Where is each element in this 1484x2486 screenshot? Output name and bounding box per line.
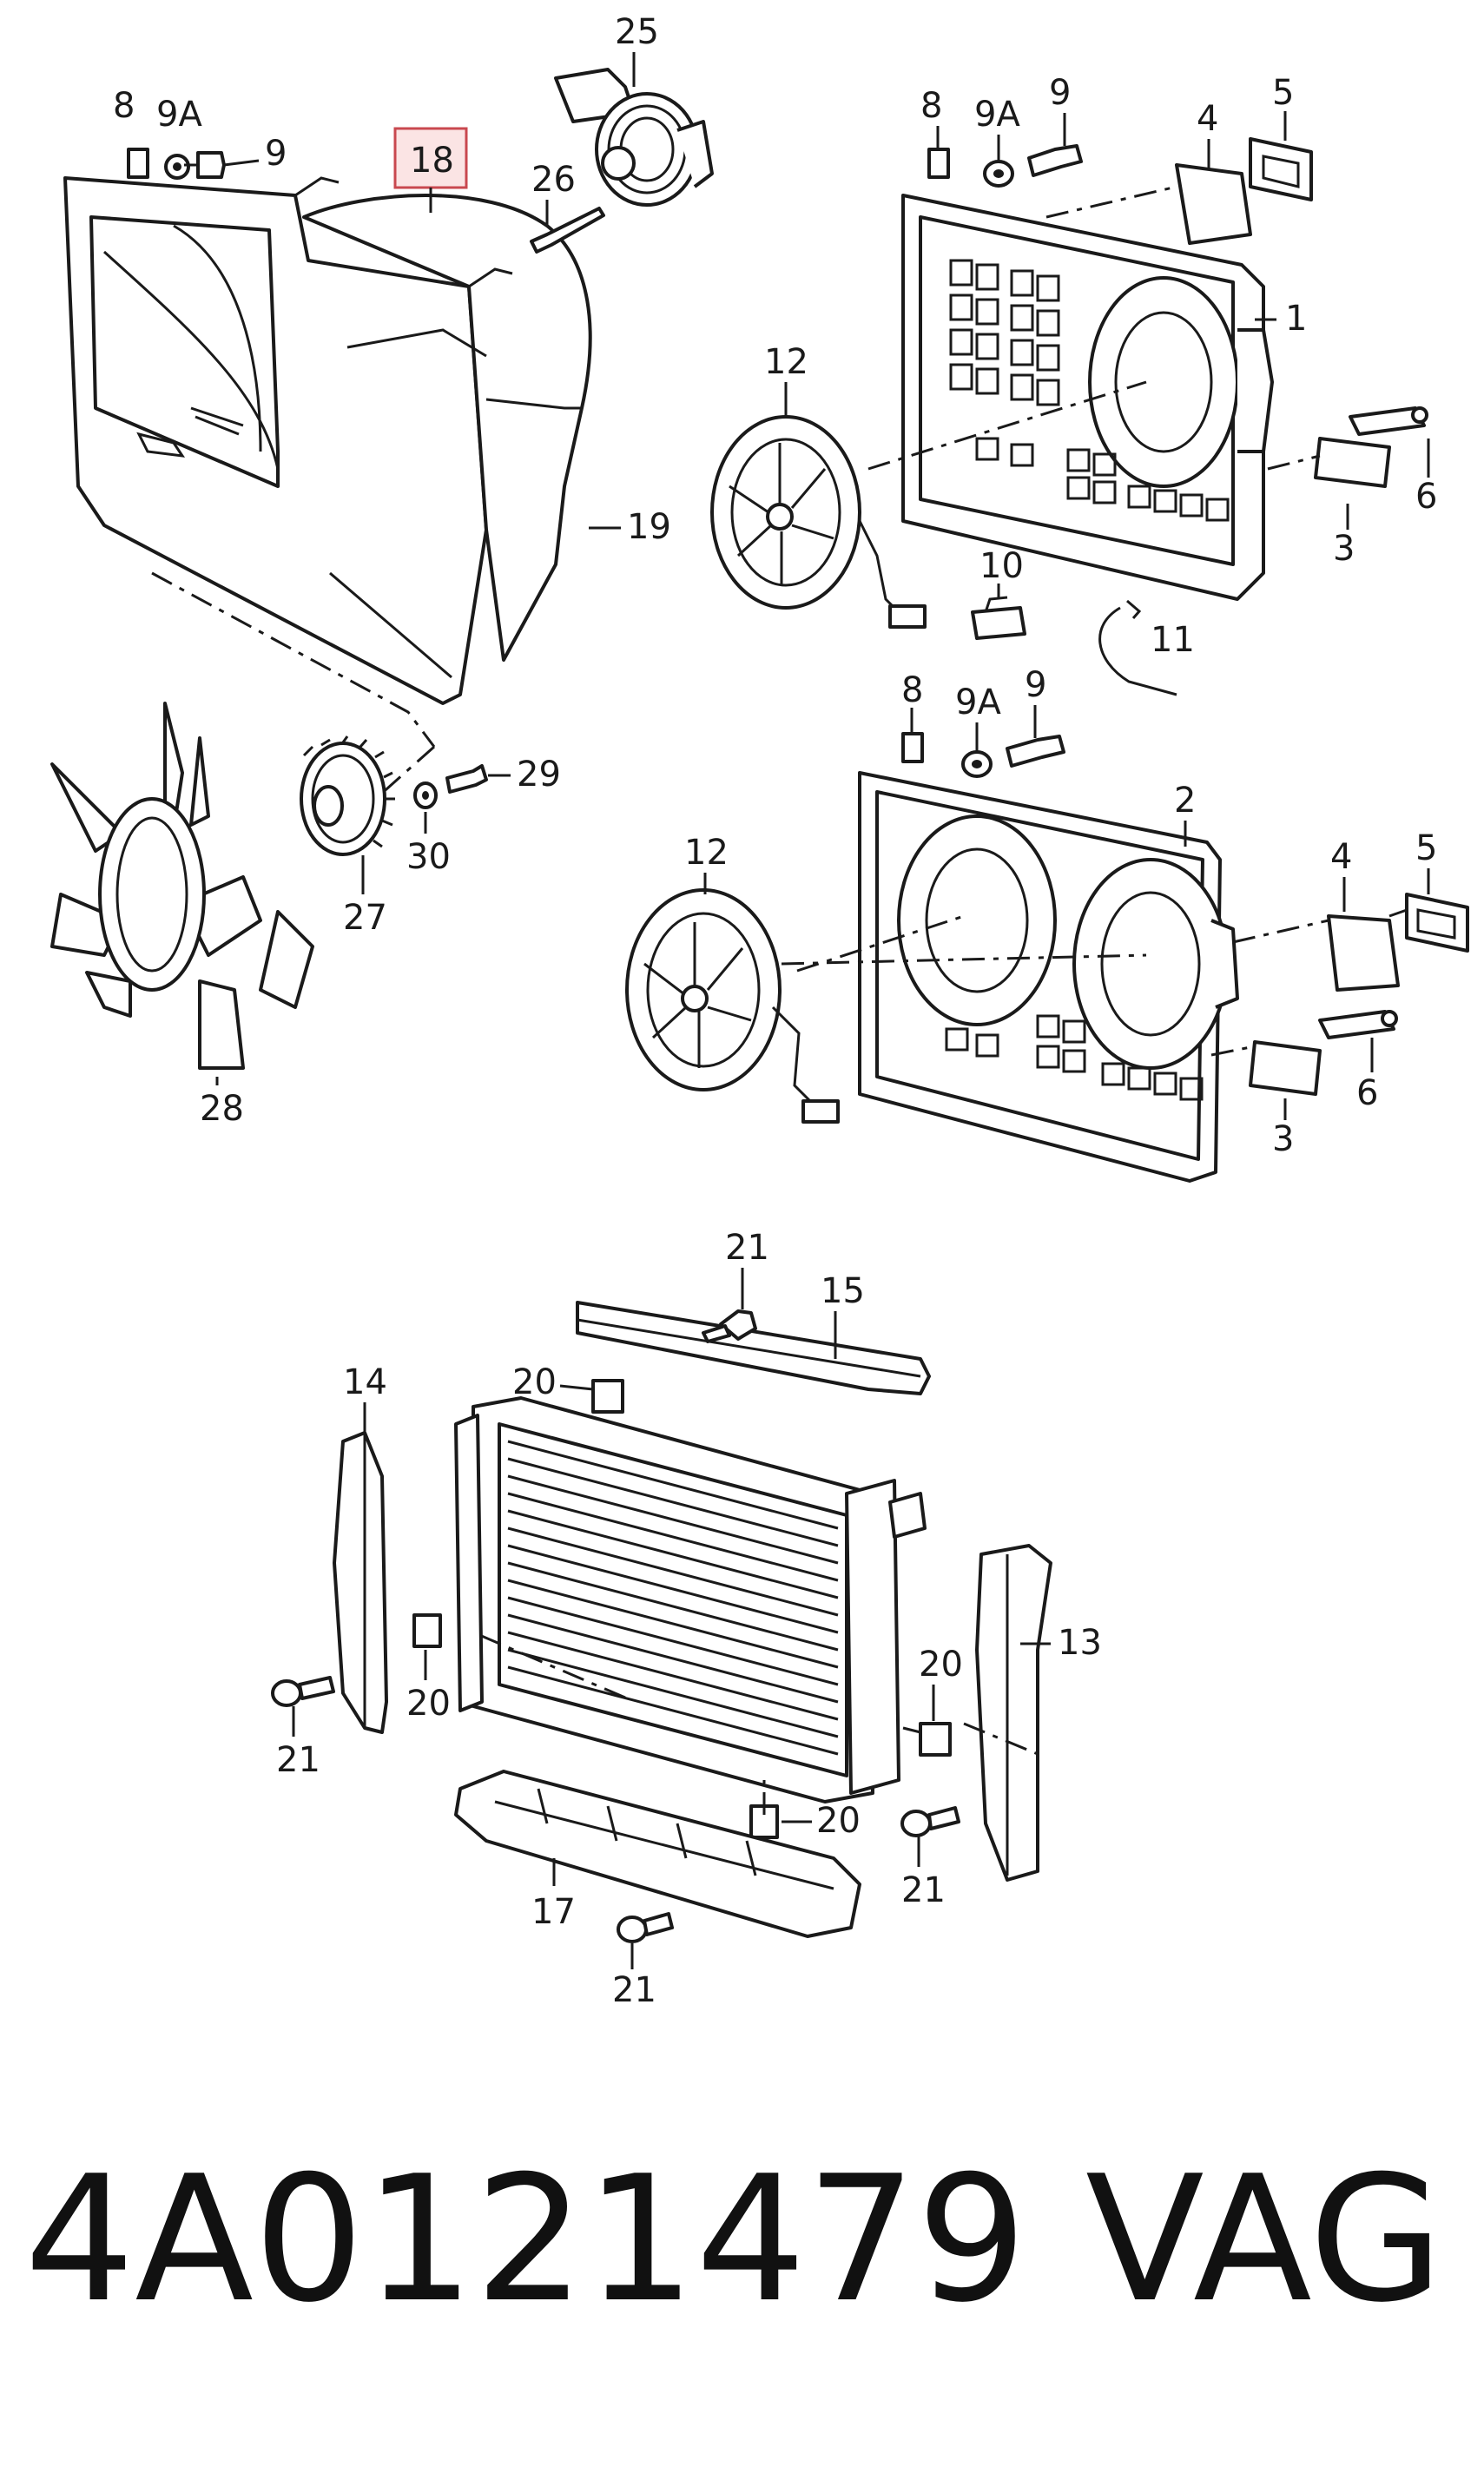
bracket-6-mid	[1318, 1010, 1398, 1039]
label-8: 8	[113, 86, 135, 126]
fan-motor-25	[554, 68, 714, 207]
label-21: 21	[612, 1970, 656, 2010]
label-9: 9	[1049, 73, 1071, 113]
label-18: 18	[410, 141, 454, 181]
label-8: 8	[920, 86, 942, 126]
clip-10	[971, 596, 1026, 640]
clip-20-left	[412, 1613, 442, 1648]
plate-3-top	[1314, 437, 1391, 488]
label-14: 14	[343, 1362, 387, 1402]
label-30: 30	[406, 837, 451, 877]
side-trim-13	[975, 1544, 1052, 1882]
label-21: 21	[276, 1740, 320, 1780]
label-29: 29	[517, 755, 561, 795]
bolt-21-bottom	[617, 1912, 674, 1943]
label-15: 15	[821, 1271, 865, 1311]
label-4: 4	[1330, 837, 1352, 877]
cover-4-mid	[1327, 914, 1400, 992]
label-4: 4	[1197, 99, 1218, 139]
label-6: 6	[1415, 477, 1437, 517]
bolt-21-top	[702, 1309, 757, 1343]
label-12: 12	[684, 833, 729, 873]
label-2: 2	[1174, 781, 1196, 821]
label-9A: 9A	[974, 95, 1020, 135]
label-6: 6	[1356, 1073, 1378, 1113]
label-8: 8	[901, 670, 923, 710]
bolt-26	[530, 207, 605, 254]
bolt-21-left	[271, 1676, 335, 1707]
tie-11	[1098, 599, 1177, 696]
label-5: 5	[1415, 828, 1437, 868]
radiator	[454, 1396, 927, 1804]
label-11: 11	[1151, 620, 1195, 660]
cover-4-top	[1175, 163, 1252, 245]
screw-group-mid-right	[901, 732, 1065, 778]
label-9: 9	[265, 134, 287, 174]
exploded-parts-diagram: 8 9A 9 18 19 25 26	[50, 12, 1469, 2010]
side-trim-14	[333, 1431, 388, 1734]
label-5: 5	[1272, 73, 1294, 113]
fan-12-top	[710, 415, 927, 629]
label-20: 20	[816, 1801, 861, 1841]
label-13: 13	[1058, 1623, 1102, 1663]
air-guide-17	[454, 1770, 861, 1938]
plate-3-mid	[1249, 1040, 1322, 1096]
viscous-clutch-27	[300, 735, 395, 856]
label-27: 27	[343, 898, 387, 938]
clip-20-right	[919, 1722, 952, 1757]
fan-frame-2	[858, 771, 1239, 1183]
fan-12-mid	[625, 888, 840, 1124]
washer-30	[413, 781, 438, 809]
fan-frame-1	[901, 194, 1274, 601]
highlighted-part-18: 18	[393, 127, 468, 213]
screw-group-left	[127, 148, 226, 180]
frame2-cutouts	[945, 1014, 1204, 1101]
label-9A: 9A	[955, 682, 1001, 722]
label-19: 19	[627, 507, 671, 547]
label-12: 12	[764, 342, 808, 382]
fan-shroud	[63, 176, 592, 705]
screw-group-top-right	[927, 144, 1083, 188]
part-number: 4A0121479	[24, 2139, 1027, 2341]
label-20: 20	[406, 1684, 451, 1724]
label-9: 9	[1025, 665, 1046, 705]
label-3: 3	[1333, 529, 1355, 569]
label-21: 21	[725, 1228, 769, 1268]
footer: 4A0121479 VAG	[0, 2153, 1484, 2414]
gasket-5-mid	[1405, 893, 1469, 953]
viscous-fan-28	[50, 702, 314, 1070]
label-10: 10	[979, 546, 1024, 586]
gasket-5-top	[1249, 137, 1313, 201]
clip-20-bottom	[749, 1804, 779, 1839]
label-3: 3	[1272, 1119, 1294, 1159]
label-20: 20	[919, 1645, 963, 1685]
label-28: 28	[200, 1089, 244, 1129]
bolt-29	[445, 764, 488, 794]
label-21: 21	[901, 1870, 946, 1910]
label-26: 26	[531, 160, 576, 200]
label-1: 1	[1285, 299, 1307, 339]
clip-20-top	[591, 1379, 624, 1414]
label-17: 17	[531, 1892, 576, 1932]
frame1-cutouts	[949, 259, 1230, 522]
label-25: 25	[615, 12, 659, 52]
brand-name: VAG	[1085, 2139, 1444, 2341]
top-strip-15	[576, 1301, 931, 1395]
bracket-6-top	[1349, 406, 1428, 436]
label-9A: 9A	[156, 95, 202, 135]
label-20: 20	[512, 1362, 557, 1402]
bolt-21-right	[900, 1806, 960, 1837]
